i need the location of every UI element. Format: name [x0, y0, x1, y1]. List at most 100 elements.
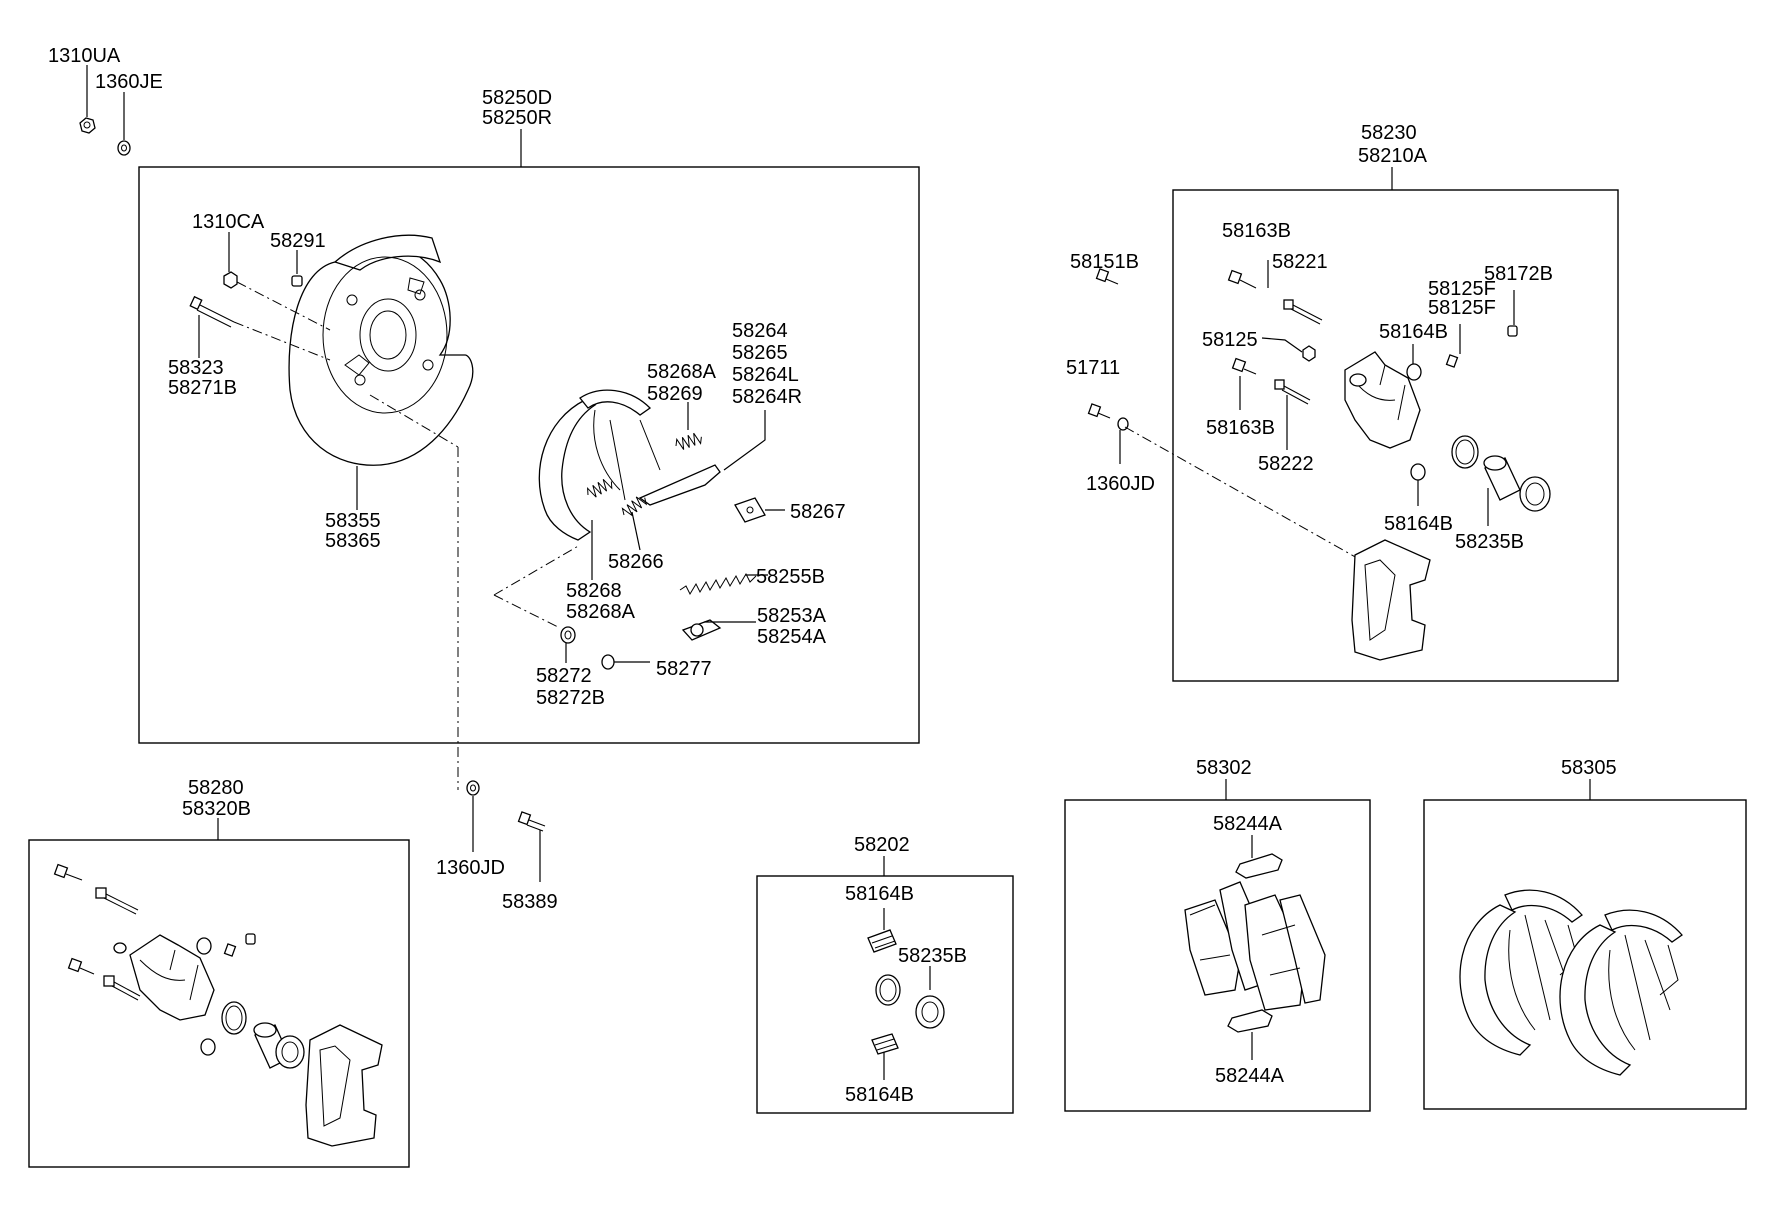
- part-label-58163b-top[interactable]: 58163B: [1222, 220, 1291, 242]
- washer-icon: [1302, 345, 1316, 362]
- group-label-58250r[interactable]: 58250R: [482, 107, 552, 129]
- part-label-58164b-right-top[interactable]: 58164B: [1379, 321, 1448, 343]
- part-label-51711[interactable]: 51711: [1066, 357, 1120, 379]
- bolt-icon: [1274, 379, 1311, 405]
- dust-boot-icon: [200, 1038, 216, 1056]
- coil-spring-icon: [584, 475, 615, 501]
- part-label-58355[interactable]: 58355: [325, 510, 381, 532]
- part-label-58271b[interactable]: 58271B: [168, 377, 237, 399]
- part-label-58291[interactable]: 58291: [270, 230, 326, 252]
- part-label-58125f-2[interactable]: 58125F: [1428, 297, 1496, 319]
- part-label-58235b-right[interactable]: 58235B: [1455, 531, 1524, 553]
- group-label-58305[interactable]: 58305: [1561, 757, 1617, 779]
- dust-boot-icon: [1406, 363, 1422, 381]
- part-label-58244a-top[interactable]: 58244A: [1213, 813, 1283, 835]
- group-label-58230[interactable]: 58230: [1361, 122, 1417, 144]
- bleeder-icon: [223, 943, 237, 957]
- bolt-icon: [1227, 269, 1257, 289]
- part-label-58125[interactable]: 58125: [1202, 329, 1258, 351]
- part-label-58222[interactable]: 58222: [1258, 453, 1314, 475]
- adjuster-lever-icon: [638, 464, 721, 506]
- group-box-shoe-kit: [1423, 799, 1747, 1110]
- backing-plate-icon: [288, 234, 474, 466]
- part-label-58164b-right-bottom[interactable]: 58164B: [1384, 513, 1453, 535]
- part-label-58163b-bottom[interactable]: 58163B: [1206, 417, 1275, 439]
- part-label-58269[interactable]: 58269: [647, 383, 703, 405]
- group-box-pad-kit: [1064, 799, 1371, 1112]
- bolt-icon: [1095, 268, 1119, 285]
- part-label-58267[interactable]: 58267: [790, 501, 846, 523]
- group-label-58320b[interactable]: 58320B: [182, 798, 251, 820]
- part-label-1360jd-right[interactable]: 1360JD: [1086, 473, 1155, 495]
- part-label-58164b-kit-bottom[interactable]: 58164B: [845, 1084, 914, 1106]
- brake-caliper-icon: [113, 934, 215, 1021]
- part-label-58365[interactable]: 58365: [325, 530, 381, 552]
- piston-seal-icon: [875, 974, 901, 1006]
- piston-icon: [1483, 455, 1521, 501]
- dust-boot-icon: [915, 995, 945, 1029]
- part-label-58265[interactable]: 58265: [732, 342, 788, 364]
- bolt-icon: [53, 863, 83, 881]
- part-label-58268a-bottom[interactable]: 58268A: [566, 601, 636, 623]
- part-label-58277[interactable]: 58277: [656, 658, 712, 680]
- part-label-58254a[interactable]: 58254A: [757, 626, 827, 648]
- part-label-58164b-kit-top[interactable]: 58164B: [845, 883, 914, 905]
- retainer-clip-icon: [734, 497, 766, 523]
- washer-icon: [117, 140, 131, 156]
- group-label-58210a[interactable]: 58210A: [1358, 145, 1428, 167]
- part-label-58268[interactable]: 58268: [566, 580, 622, 602]
- part-label-58221[interactable]: 58221: [1272, 251, 1328, 273]
- rivet-icon: [291, 275, 303, 287]
- hex-nut-icon: [223, 271, 238, 289]
- coil-spring-icon: [673, 430, 704, 453]
- bolt-icon: [517, 811, 546, 832]
- coil-spring-icon: [679, 572, 757, 596]
- bolt-icon: [95, 887, 139, 915]
- part-label-58264[interactable]: 58264: [732, 320, 788, 342]
- bleeder-cap-icon: [245, 933, 256, 945]
- caliper-bracket-icon: [1351, 539, 1431, 661]
- group-box-caliper-assembly-right: [1172, 189, 1619, 682]
- group-label-58202[interactable]: 58202: [854, 834, 910, 856]
- dust-boot-icon: [1410, 463, 1426, 481]
- part-label-1360je[interactable]: 1360JE: [95, 71, 163, 93]
- part-label-58272[interactable]: 58272: [536, 665, 592, 687]
- part-label-58389[interactable]: 58389: [502, 891, 558, 913]
- part-label-58264r[interactable]: 58264R: [732, 386, 802, 408]
- part-label-58151b[interactable]: 58151B: [1070, 251, 1139, 273]
- part-label-58235b-kit[interactable]: 58235B: [898, 945, 967, 967]
- bleeder-icon: [1445, 354, 1459, 368]
- part-label-58253a[interactable]: 58253A: [757, 605, 827, 627]
- piston-seal-icon: [1451, 435, 1479, 469]
- part-label-58272b[interactable]: 58272B: [536, 687, 605, 709]
- part-label-58244a-bottom[interactable]: 58244A: [1215, 1065, 1285, 1087]
- hold-down-pin-icon: [601, 654, 615, 670]
- group-label-58250d[interactable]: 58250D: [482, 87, 552, 109]
- part-label-58268a-top[interactable]: 58268A: [647, 361, 717, 383]
- washer-icon: [466, 780, 480, 796]
- bolt-icon: [1087, 403, 1111, 419]
- group-label-58280[interactable]: 58280: [188, 777, 244, 799]
- dust-boot-icon: [871, 1033, 899, 1055]
- part-label-58266[interactable]: 58266: [608, 551, 664, 573]
- part-label-1310ua[interactable]: 1310UA: [48, 45, 121, 67]
- part-label-1360jd-center[interactable]: 1360JD: [436, 857, 505, 879]
- bolt-icon: [189, 295, 235, 328]
- part-label-58323[interactable]: 58323: [168, 357, 224, 379]
- part-label-1310ca[interactable]: 1310CA: [192, 211, 265, 233]
- group-box-caliper-assembly-left: [28, 839, 410, 1168]
- part-label-58125f-1[interactable]: 58125F: [1428, 278, 1496, 300]
- dust-boot-icon: [275, 1035, 305, 1069]
- part-label-58255b[interactable]: 58255B: [756, 566, 825, 588]
- group-box-seal-kit: [756, 875, 1014, 1114]
- brake-shoe-icon: [1559, 909, 1683, 1076]
- wheel-adjuster-icon: [681, 619, 722, 641]
- bolt-icon: [1231, 357, 1257, 375]
- piston-seal-icon: [221, 1001, 247, 1035]
- group-label-58302[interactable]: 58302: [1196, 757, 1252, 779]
- part-label-58172b[interactable]: 58172B: [1484, 263, 1553, 285]
- part-label-58264l[interactable]: 58264L: [732, 364, 799, 386]
- pad-clip-icon: [1235, 853, 1283, 879]
- hex-nut-icon: [79, 117, 96, 134]
